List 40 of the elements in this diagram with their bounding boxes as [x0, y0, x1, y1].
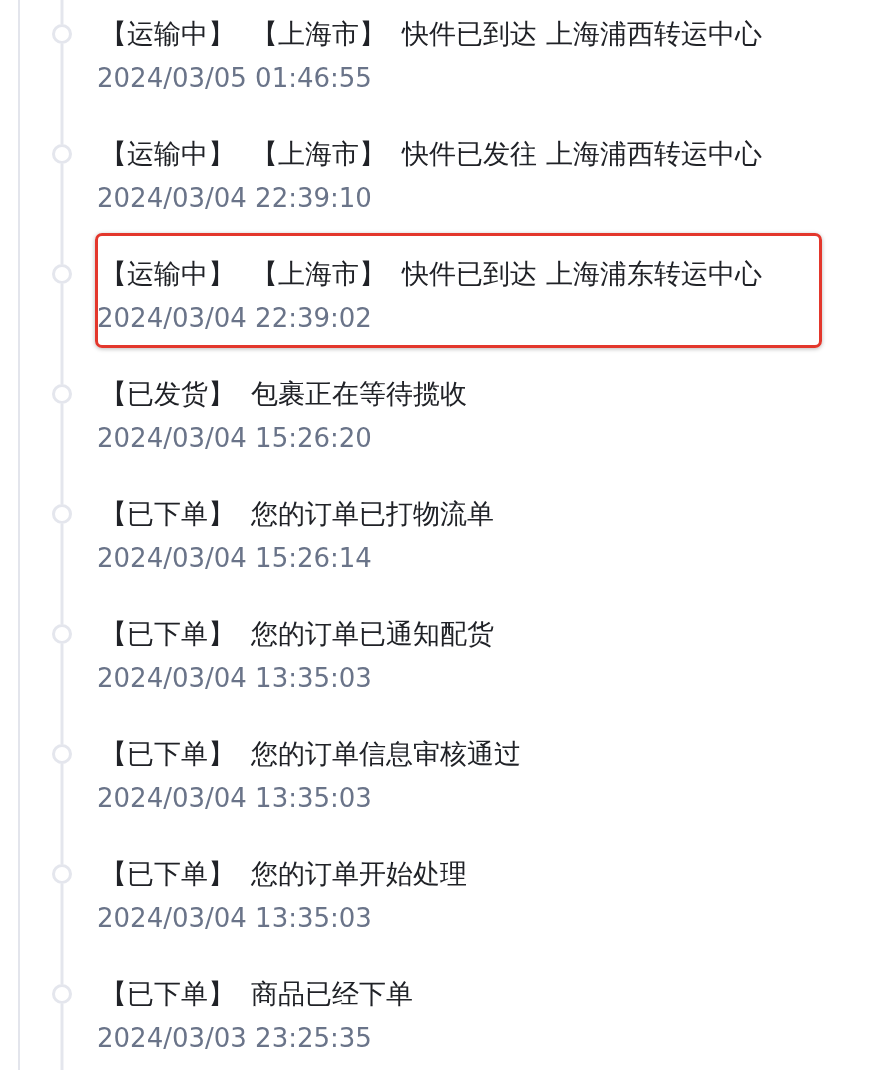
status-label: 【已下单】: [100, 857, 235, 891]
event-text: 您的订单已通知配货: [251, 617, 494, 651]
event-text: 您的订单开始处理: [251, 857, 467, 891]
highlight-frame: [95, 233, 822, 348]
event-text: 快件已到达 上海浦西转运中心: [402, 17, 762, 51]
timestamp: 2024/03/03 23:25:35: [97, 1022, 372, 1055]
timestamp: 2024/03/04 22:39:02: [97, 302, 372, 335]
status-label: 【已下单】: [100, 497, 235, 531]
location-label: 【上海市】: [251, 17, 386, 51]
event-text: 快件已到达 上海浦东转运中心: [402, 257, 762, 291]
timestamp: 2024/03/04 15:26:20: [97, 422, 372, 455]
ring-icon: [52, 264, 72, 284]
event-text: 您的订单已打物流单: [251, 497, 494, 531]
status-label: 【运输中】: [100, 137, 235, 171]
ring-icon: [52, 984, 72, 1004]
timestamp: 2024/03/05 01:46:55: [97, 62, 372, 95]
timestamp: 2024/03/04 22:39:10: [97, 182, 372, 215]
ring-icon: [52, 624, 72, 644]
ring-icon: [52, 24, 72, 44]
event-text: 商品已经下单: [251, 977, 413, 1011]
timestamp: 2024/03/04 13:35:03: [97, 662, 372, 695]
status-label: 【运输中】: [100, 17, 235, 51]
timestamp: 2024/03/04 13:35:03: [97, 902, 372, 935]
status-label: 【已发货】: [100, 377, 235, 411]
ring-icon: [52, 504, 72, 524]
event-text: 您的订单信息审核通过: [251, 737, 521, 771]
event-text: 包裹正在等待揽收: [251, 377, 467, 411]
ring-icon: [52, 384, 72, 404]
status-label: 【已下单】: [100, 737, 235, 771]
status-label: 【运输中】: [100, 257, 235, 291]
status-label: 【已下单】: [100, 617, 235, 651]
ring-icon: [52, 744, 72, 764]
location-label: 【上海市】: [251, 137, 386, 171]
event-text: 快件已发往 上海浦西转运中心: [402, 137, 762, 171]
location-label: 【上海市】: [251, 257, 386, 291]
timestamp: 2024/03/04 15:26:14: [97, 542, 372, 575]
status-label: 【已下单】: [100, 977, 235, 1011]
ring-icon: [52, 144, 72, 164]
ring-icon: [52, 864, 72, 884]
timestamp: 2024/03/04 13:35:03: [97, 782, 372, 815]
